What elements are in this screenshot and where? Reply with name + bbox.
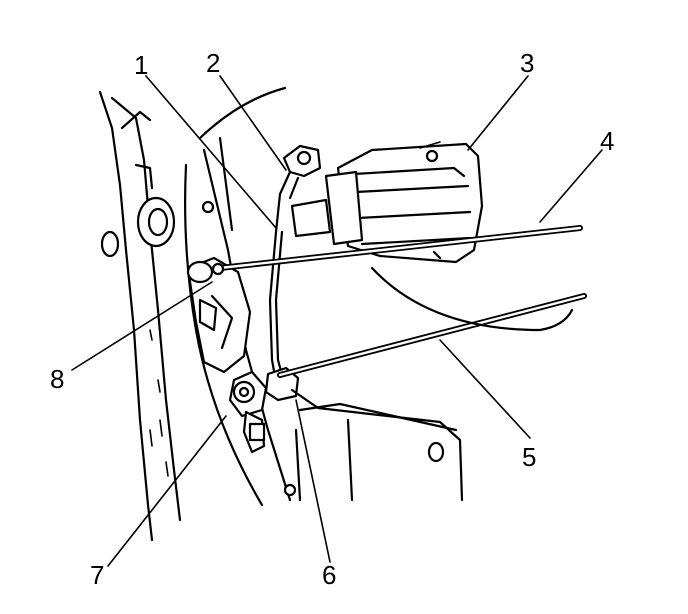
- callout-5: 5: [522, 442, 536, 472]
- callout-6: 6: [322, 560, 336, 590]
- callout-4: 4: [600, 126, 614, 156]
- callout-2: 2: [206, 48, 220, 78]
- door-panel: [98, 90, 182, 542]
- panel-grommet: [100, 196, 176, 258]
- rod-5: [277, 293, 587, 378]
- callout-3: 3: [520, 48, 534, 78]
- lock-actuator: [290, 141, 484, 264]
- callout-7: 7: [90, 560, 104, 590]
- lock-rods: [264, 144, 322, 402]
- callout-8: 8: [50, 364, 64, 394]
- callout-1: 1: [134, 50, 148, 80]
- leader-lines: [71, 75, 603, 567]
- outer-panel: [290, 266, 574, 502]
- latch-body: [186, 256, 268, 454]
- rod-4: [211, 225, 583, 276]
